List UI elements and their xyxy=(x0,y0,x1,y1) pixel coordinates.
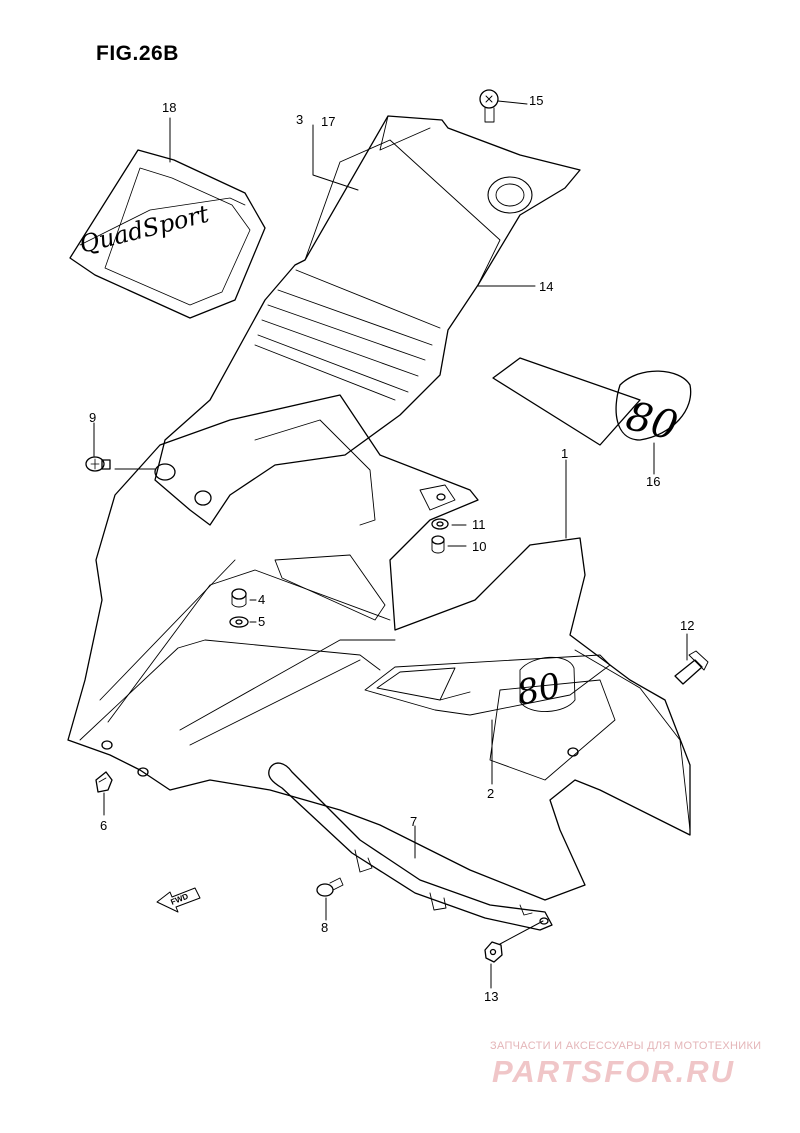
decal-80-text: 80 xyxy=(622,393,683,450)
callout-12: 12 xyxy=(680,618,695,633)
washer-5-part xyxy=(229,616,249,628)
callout-18: 18 xyxy=(162,100,177,115)
bolt-10-part xyxy=(431,535,445,554)
callout-6: 6 xyxy=(100,818,108,833)
bolt-15-part xyxy=(479,89,499,123)
callout-15: 15 xyxy=(529,93,544,108)
fender-80-text: 80 xyxy=(514,666,565,714)
callout-13: 13 xyxy=(484,989,499,1004)
decal-quadsport-part: QuadSport xyxy=(69,149,266,319)
callout-10: 10 xyxy=(472,539,487,554)
headlight-housing-part xyxy=(154,115,581,526)
leader-lines xyxy=(93,100,688,989)
figure-title: FIG.26B xyxy=(96,42,179,65)
nut-13-part xyxy=(484,941,503,963)
callout-4: 4 xyxy=(258,592,266,607)
watermark-brand-logo: PARTSFOR.RU xyxy=(492,1054,736,1089)
callout-14: 14 xyxy=(539,279,554,294)
callout-5: 5 xyxy=(258,614,266,629)
decal-80-part: 80 xyxy=(492,357,692,450)
quadsport-decal-text: QuadSport xyxy=(77,200,212,259)
watermark-tagline: ЗАПЧАСТИ И АКСЕССУАРЫ ДЛЯ МОТОТЕХНИКИ xyxy=(490,1040,762,1052)
callout-11: 11 xyxy=(472,517,486,532)
fwd-label: FWD xyxy=(169,892,189,907)
callout-3: 3 xyxy=(296,112,304,127)
nut-6-part xyxy=(95,771,113,793)
callout-17: 17 xyxy=(321,114,336,129)
bolt-8-part xyxy=(316,877,344,897)
washer-11-part xyxy=(431,518,449,530)
fwd-direction-arrow: FWD xyxy=(156,887,201,913)
bolt-12-part xyxy=(674,650,709,685)
front-fender-part: 80 xyxy=(67,394,691,901)
bolt-4-part xyxy=(231,588,247,608)
callout-1: 1 xyxy=(561,446,569,461)
callout-16: 16 xyxy=(646,474,661,489)
callout-7: 7 xyxy=(410,814,418,829)
bolt-9-part xyxy=(85,456,111,472)
front-bracket-part xyxy=(268,762,553,931)
callout-9: 9 xyxy=(89,410,97,425)
callout-2: 2 xyxy=(487,786,495,801)
callout-8: 8 xyxy=(321,920,329,935)
